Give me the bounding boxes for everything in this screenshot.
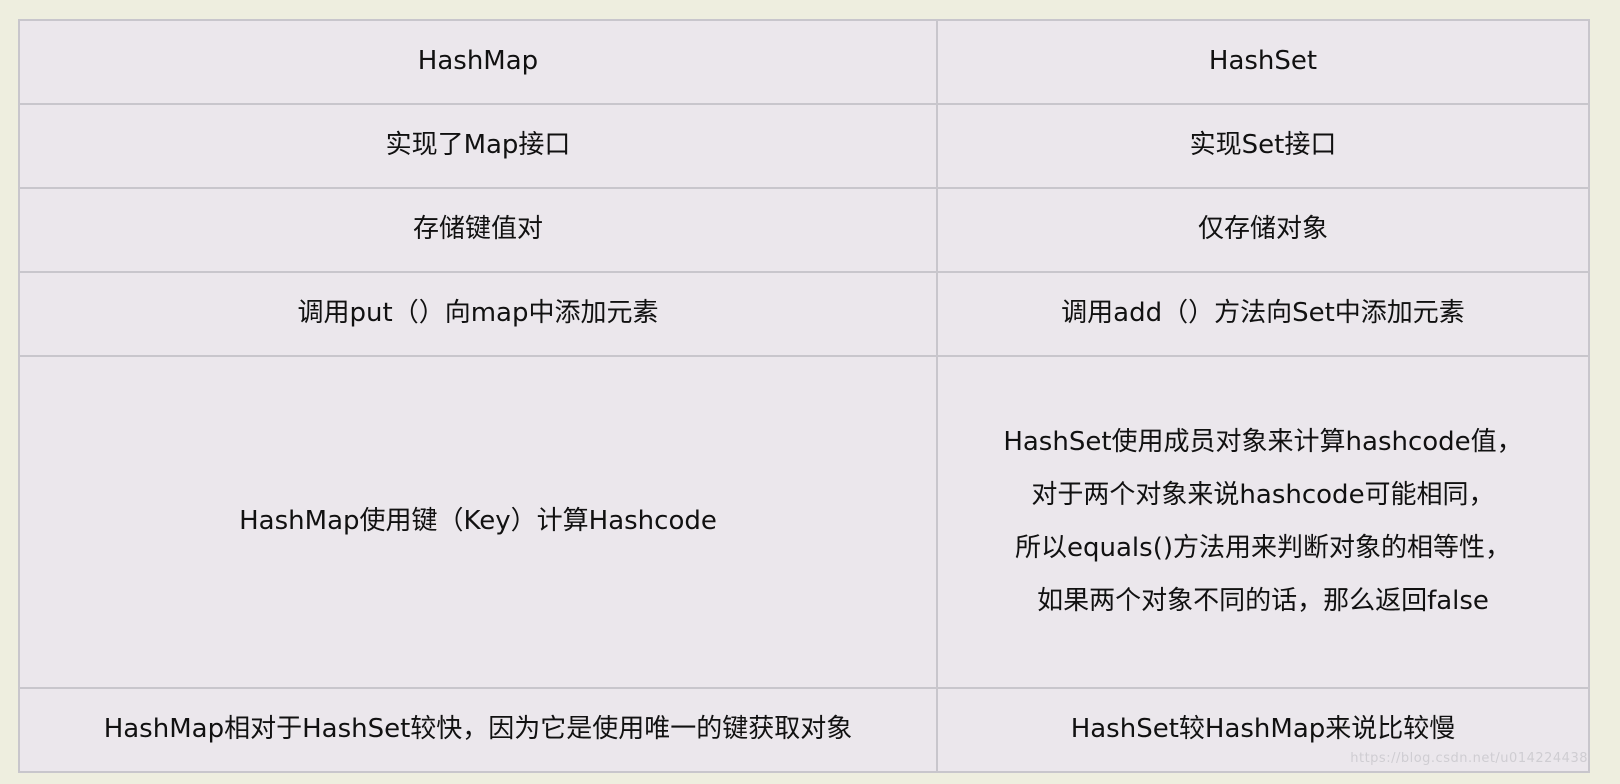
- table-cell: HashMap相对于HashSet较快，因为它是使用唯一的键获取对象: [18, 687, 938, 773]
- table-cell: 实现Set接口: [936, 103, 1590, 189]
- table-row: 调用put（）向map中添加元素 调用add（）方法向Set中添加元素: [18, 271, 1590, 357]
- table-cell: 存储键值对: [18, 187, 938, 273]
- table-cell: 调用put（）向map中添加元素: [18, 271, 938, 357]
- header-cell-hashset: HashSet: [936, 19, 1590, 105]
- header-cell-hashmap: HashMap: [18, 19, 938, 105]
- table-header-row: HashMap HashSet: [18, 19, 1590, 105]
- table-cell: 仅存储对象: [936, 187, 1590, 273]
- watermark-text: https://blog.csdn.net/u014224438: [1350, 751, 1588, 766]
- table-cell: HashSet较HashMap来说比较慢: [936, 687, 1590, 773]
- hashmap-hashset-comparison-table: HashMap HashSet 实现了Map接口 实现Set接口 存储键值对 仅…: [18, 19, 1590, 773]
- table-cell: HashMap使用键（Key）计算Hashcode: [18, 355, 938, 689]
- cell-line: 对于两个对象来说hashcode可能相同，: [1031, 480, 1495, 510]
- table-row: 实现了Map接口 实现Set接口: [18, 103, 1590, 189]
- table-cell-multiline: HashSet使用成员对象来计算hashcode值， 对于两个对象来说hashc…: [936, 355, 1590, 689]
- cell-line: HashSet使用成员对象来计算hashcode值，: [1003, 427, 1523, 457]
- table-row: HashMap使用键（Key）计算Hashcode HashSet使用成员对象来…: [18, 355, 1590, 689]
- table-cell: 调用add（）方法向Set中添加元素: [936, 271, 1590, 357]
- table-row: HashMap相对于HashSet较快，因为它是使用唯一的键获取对象 HashS…: [18, 687, 1590, 773]
- cell-line: 如果两个对象不同的话，那么返回false: [1037, 586, 1489, 616]
- table-cell: 实现了Map接口: [18, 103, 938, 189]
- comparison-table-container: HashMap HashSet 实现了Map接口 实现Set接口 存储键值对 仅…: [18, 19, 1590, 773]
- table-row: 存储键值对 仅存储对象: [18, 187, 1590, 273]
- cell-line: 所以equals()方法用来判断对象的相等性，: [1015, 533, 1511, 563]
